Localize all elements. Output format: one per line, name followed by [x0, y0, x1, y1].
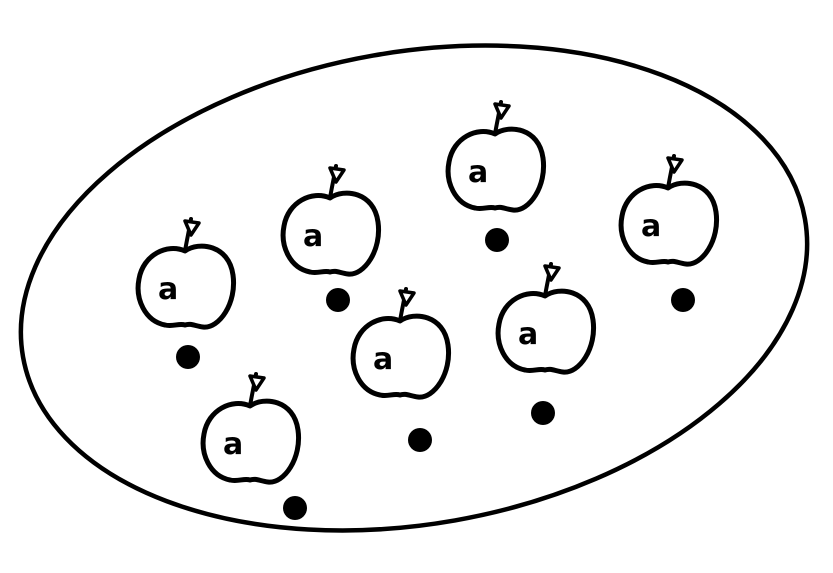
apples-layer: a a a a a a a [138, 102, 716, 520]
element-dot [671, 288, 695, 312]
apple-label: a [223, 427, 243, 462]
element-dot [531, 401, 555, 425]
apple-icon [203, 401, 298, 482]
element-dot [485, 228, 509, 252]
apple-icon [283, 193, 378, 274]
element-dot [176, 345, 200, 369]
apple-element: a [353, 289, 448, 397]
element-dot [283, 496, 307, 520]
apple-label: a [641, 209, 661, 244]
apple-icon [448, 129, 543, 210]
apple-icon [621, 183, 716, 264]
apple-element: a [138, 219, 233, 327]
element-dot [326, 288, 350, 312]
apple-element: a [283, 166, 378, 274]
apple-label: a [158, 272, 178, 307]
apple-icon [353, 316, 448, 397]
apple-icon [498, 291, 593, 372]
apple-label: a [518, 317, 538, 352]
element-dot [408, 428, 432, 452]
apple-element: a [621, 156, 716, 264]
apple-element: a [498, 264, 593, 372]
apple-label: a [373, 342, 393, 377]
apple-icon [138, 246, 233, 327]
apple-element: a [448, 102, 543, 210]
apple-label: a [468, 155, 488, 190]
apple-element: a [203, 374, 298, 482]
apple-label: a [303, 219, 323, 254]
